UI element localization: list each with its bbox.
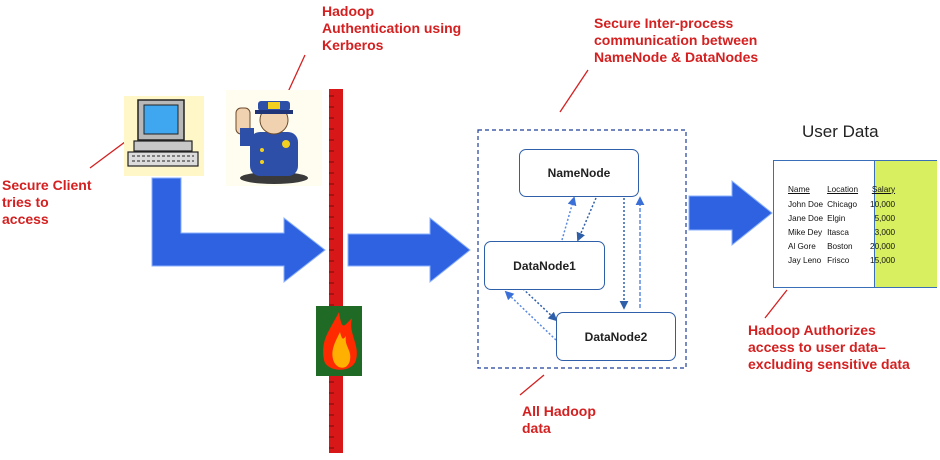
ipc-arrows <box>504 196 645 341</box>
police-officer-icon <box>226 90 322 186</box>
user-data-title: User Data <box>802 122 879 141</box>
cell-location: Chicago <box>827 199 858 209</box>
table-header-row: Name Location Salary <box>788 183 899 197</box>
cell-location: Boston <box>827 241 853 251</box>
cell-salary: 5,000 <box>874 213 896 223</box>
table-row: Al Gore Boston 20,000 <box>788 239 899 253</box>
cell-salary: 20,000 <box>870 241 896 251</box>
auth-leader-line <box>287 54 306 93</box>
cell-location: Elgin <box>827 213 846 223</box>
header-salary: Salary <box>871 184 896 194</box>
firewall-pass-arrow <box>347 216 471 284</box>
salary-highlight <box>874 161 937 287</box>
cell-name: Al Gore <box>788 241 816 251</box>
cell-name: Mike Dey <box>788 227 823 237</box>
secure-client-label: Secure Client tries to access <box>2 177 92 227</box>
cell-location: Itasca <box>827 227 849 237</box>
cell-name: John Doe <box>788 199 824 209</box>
kerberos-auth-label: Hadoop Authentication using Kerberos <box>322 3 462 53</box>
table-row: Jay Leno Frisco 15,000 <box>788 253 899 267</box>
table-row: Mike Dey Itasca 3,000 <box>788 225 899 239</box>
header-name: Name <box>788 184 810 194</box>
header-location: Location <box>827 184 859 194</box>
authorize-arrow <box>688 179 773 247</box>
client-access-arrow <box>151 177 326 284</box>
hadoop-cluster-border <box>477 129 687 369</box>
cell-salary: 15,000 <box>870 255 896 265</box>
cell-location: Frisco <box>827 255 850 265</box>
ipc-leader-line <box>559 69 589 113</box>
cell-name: Jane Doe <box>788 213 824 223</box>
firewall-pole <box>329 89 343 453</box>
cell-salary: 10,000 <box>870 199 896 209</box>
authorize-leader-line <box>764 289 788 319</box>
cell-salary: 3,000 <box>874 227 896 237</box>
datanode2-box: DataNode2 <box>556 312 676 361</box>
all-data-leader-line <box>519 374 545 396</box>
namenode-box: NameNode <box>519 149 639 197</box>
computer-icon <box>124 96 204 176</box>
fire-icon <box>316 306 362 376</box>
cell-name: Jay Leno <box>788 255 822 265</box>
authorize-label: Hadoop Authorizes access to user data– e… <box>748 322 910 372</box>
ipc-label: Secure Inter-process communication betwe… <box>594 15 759 65</box>
all-hadoop-data-label: All Hadoop data <box>522 403 596 436</box>
datanode1-box: DataNode1 <box>484 241 605 290</box>
